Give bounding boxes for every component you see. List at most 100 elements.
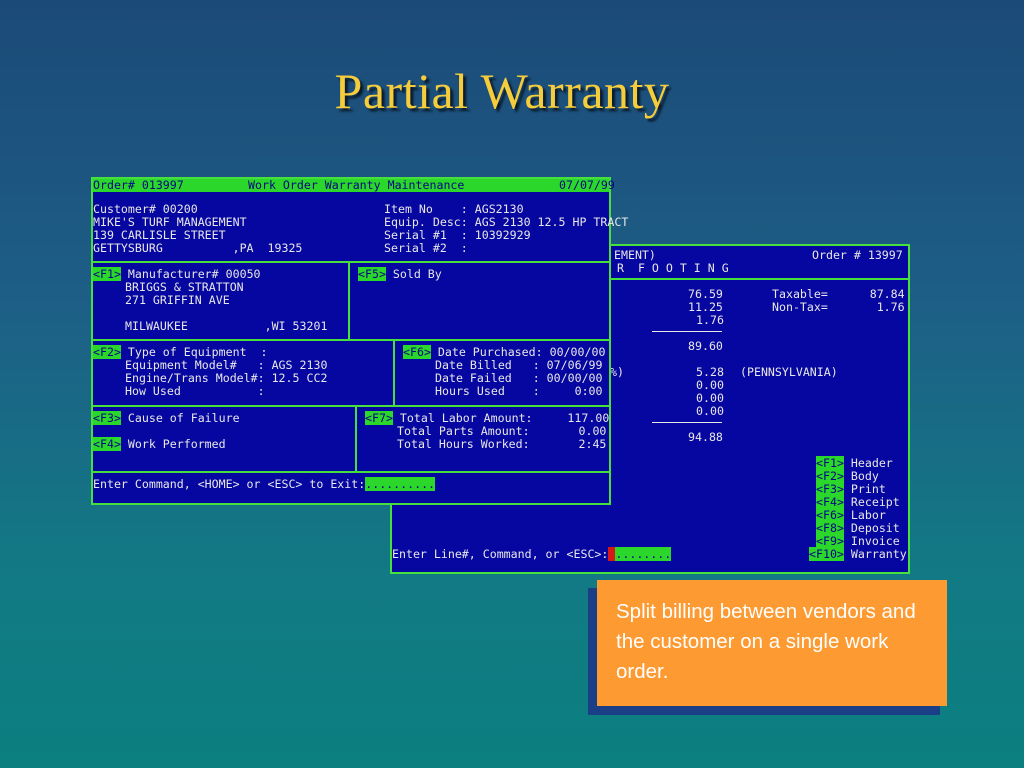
menu-key[interactable]: <F3>: [816, 482, 844, 496]
total-labor: Total Labor Amount: 117.00: [399, 411, 610, 425]
f5-key[interactable]: <F5>: [358, 267, 386, 281]
divider-4: [93, 471, 609, 473]
menu-item-receipt[interactable]: <F4> Receipt: [816, 495, 900, 509]
amount-total: 94.88: [688, 430, 723, 444]
sold-by-label: Sold By: [392, 267, 442, 281]
amount-2: 11.25: [688, 300, 723, 314]
back-prompt-text: Enter Line#, Command, or <ESC>:: [392, 547, 609, 561]
vdivider-1: [348, 261, 350, 339]
customer-city: GETTYSBURG ,PA 19325: [93, 241, 303, 255]
screen-date: 07/07/99: [559, 178, 615, 192]
menu-key[interactable]: <F8>: [816, 521, 844, 535]
date-purchased-line: <F6> Date Purchased: 00/00/00: [403, 345, 606, 359]
menu-item-warranty[interactable]: <F10> Warranty: [809, 547, 907, 561]
command-prompt: Enter Command, <HOME> or <ESC> to Exit:.…: [93, 477, 436, 491]
f2-key[interactable]: <F2>: [93, 345, 121, 359]
slide-title: Partial Warranty: [334, 63, 670, 119]
menu-key[interactable]: <F4>: [816, 495, 844, 509]
menu-label: Invoice: [850, 534, 900, 548]
total-rule: [652, 422, 722, 423]
menu-label: Header: [850, 456, 893, 470]
menu-label: Receipt: [850, 495, 900, 509]
screen-header-bar: Order# 013997 Work Order Warranty Mainte…: [93, 178, 615, 192]
menu-item-labor[interactable]: <F6> Labor: [816, 508, 886, 522]
cause-line: <F3> Cause of Failure: [93, 411, 240, 425]
amount-1: 76.59: [688, 287, 723, 301]
menu-item-invoice[interactable]: <F9> Invoice: [816, 534, 900, 548]
customer-name: MIKE'S TURF MANAGEMENT: [93, 215, 247, 229]
cause-of-failure: Cause of Failure: [127, 411, 240, 425]
amount-subtotal: 89.60: [688, 339, 723, 353]
f1-key[interactable]: <F1>: [93, 267, 121, 281]
manufacturer-city: MILWAUKEE ,WI 53201: [125, 319, 328, 333]
menu-item-print[interactable]: <F3> Print: [816, 482, 886, 496]
back-header-left: EMENT): [614, 248, 656, 262]
amount-7: 0.00: [696, 404, 724, 418]
f3-key[interactable]: <F3>: [93, 411, 121, 425]
order-number: Order# 013997: [93, 178, 184, 192]
amount-tax: 5.28: [696, 365, 724, 379]
back-divider: [392, 278, 908, 280]
f6-key[interactable]: <F6>: [403, 345, 431, 359]
menu-item-deposit[interactable]: <F8> Deposit: [816, 521, 900, 535]
vdivider-3: [355, 405, 357, 471]
divider-2: [93, 339, 609, 341]
equipment-type-line: <F2> Type of Equipment :: [93, 345, 268, 359]
date-billed: Date Billed : 07/06/99: [435, 358, 603, 372]
manufacturer-line: <F1> Manufacturer# 00050: [93, 267, 261, 281]
line-input[interactable]: ........: [615, 547, 672, 561]
command-input[interactable]: ..........: [365, 477, 436, 491]
sold-by-line: <F5> Sold By: [358, 267, 442, 281]
serial-1: Serial #1 : 10392929: [384, 228, 531, 242]
f7-key[interactable]: <F7>: [365, 411, 393, 425]
work-line: <F4> Work Performed: [93, 437, 226, 451]
hours-used: Hours Used : 0:00: [435, 384, 603, 398]
customer-number: Customer# 00200: [93, 202, 198, 216]
prompt-text: Enter Command, <HOME> or <ESC> to Exit:: [93, 477, 366, 491]
menu-label: Body: [850, 469, 879, 483]
back-order-number: Order # 13997: [812, 248, 903, 262]
total-hours: Total Hours Worked: 2:45: [397, 437, 607, 451]
f4-key[interactable]: <F4>: [93, 437, 121, 451]
equipment-description: Equip. Desc: AGS 2130 12.5 HP TRACT: [384, 215, 629, 229]
menu-key[interactable]: <F2>: [816, 469, 844, 483]
warranty-maintenance-screen: Order# 013997 Work Order Warranty Mainte…: [91, 177, 628, 505]
date-purchased: Date Purchased: 00/00/00: [437, 345, 606, 359]
menu-item-header[interactable]: <F1> Header: [816, 456, 893, 470]
menu-label: Labor: [850, 508, 886, 522]
manufacturer-name: BRIGGS & STRATTON: [125, 280, 244, 294]
menu-key[interactable]: <F10>: [809, 547, 844, 561]
taxable-amount: Taxable= 87.84: [772, 287, 905, 301]
subtotal-rule: [652, 331, 722, 332]
manufacturer-address: 271 GRIFFIN AVE: [125, 293, 230, 307]
serial-2: Serial #2 :: [384, 241, 468, 255]
menu-label: Print: [850, 482, 886, 496]
equipment-model: Equipment Model# : AGS 2130: [125, 358, 328, 372]
tax-percent: %): [610, 365, 624, 379]
equipment-type: Type of Equipment :: [127, 345, 268, 359]
back-command-prompt: Enter Line#, Command, or <ESC>:_........: [392, 547, 672, 561]
manufacturer-number: Manufacturer# 00050: [127, 267, 261, 281]
amount-5: 0.00: [696, 378, 724, 392]
menu-label: Deposit: [850, 521, 900, 535]
date-failed: Date Failed : 00/00/00: [435, 371, 603, 385]
menu-key[interactable]: <F6>: [816, 508, 844, 522]
item-number: Item No : AGS2130: [384, 202, 524, 216]
total-parts: Total Parts Amount: 0.00: [397, 424, 607, 438]
nontax-amount: Non-Tax= 1.76: [772, 300, 905, 314]
labor-line: <F7> Total Labor Amount: 117.00: [365, 411, 610, 425]
screen-title: Work Order Warranty Maintenance: [248, 178, 465, 192]
engine-model: Engine/Trans Model#: 12.5 CC2: [125, 371, 328, 385]
menu-key[interactable]: <F1>: [816, 456, 844, 470]
menu-item-body[interactable]: <F2> Body: [816, 469, 879, 483]
cursor: _: [608, 547, 616, 561]
how-used: How Used :: [125, 384, 265, 398]
vdivider-2: [393, 339, 395, 405]
divider-3: [93, 405, 609, 407]
customer-address: 139 CARLISLE STREET: [93, 228, 226, 242]
work-performed: Work Performed: [127, 437, 226, 451]
menu-label: Warranty: [850, 547, 907, 561]
menu-key[interactable]: <F9>: [816, 534, 844, 548]
amount-3: 1.76: [696, 313, 724, 327]
divider-1: [93, 261, 609, 263]
